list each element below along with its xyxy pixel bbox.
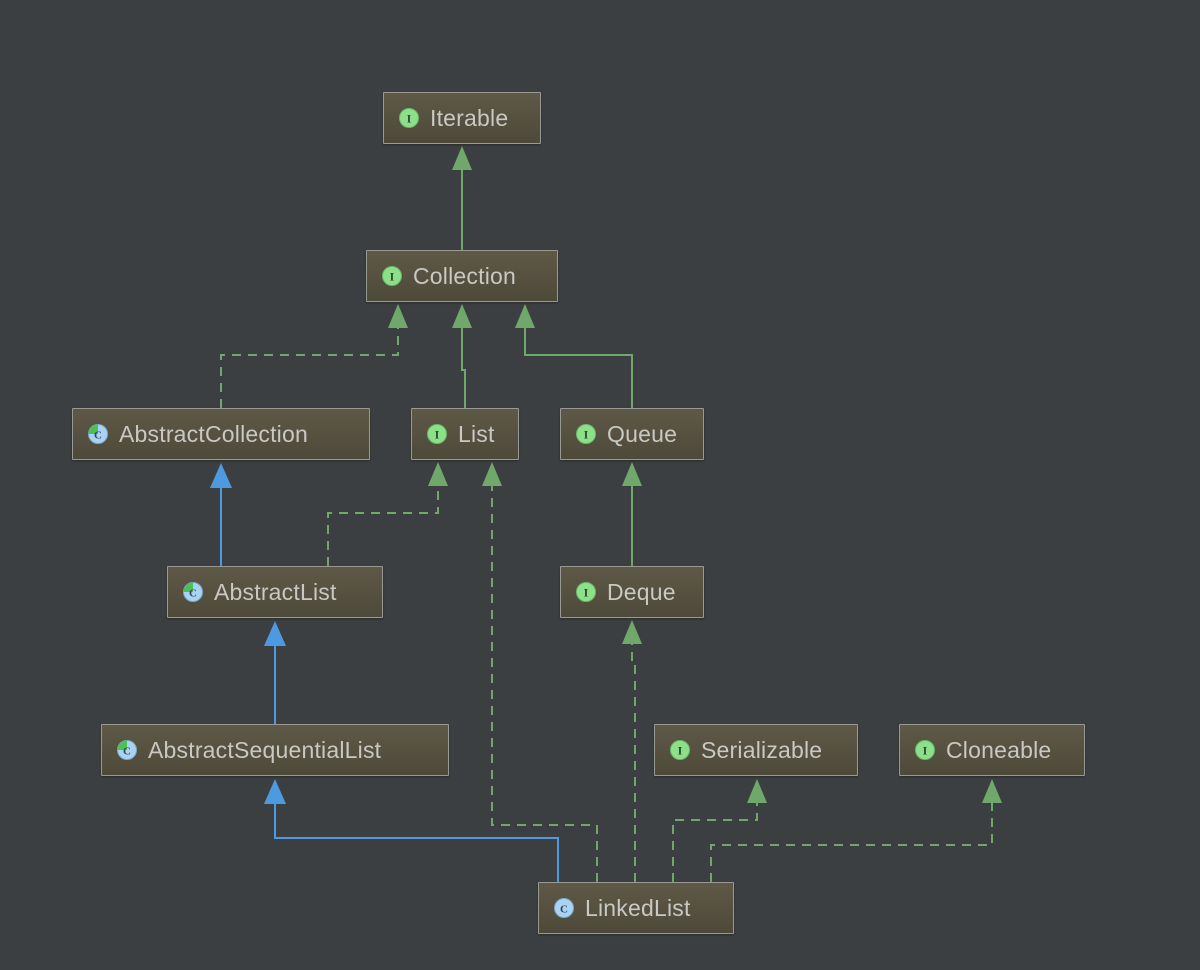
node-label: AbstractCollection xyxy=(119,420,308,447)
svg-text:C: C xyxy=(94,430,102,442)
node-collection[interactable]: I Collection xyxy=(366,250,558,302)
interface-icon: I xyxy=(399,108,419,128)
edge-list-to-collection xyxy=(452,304,472,408)
edge-deque-to-queue xyxy=(622,462,642,566)
abstract-class-icon: C xyxy=(183,582,203,602)
node-iterable[interactable]: I Iterable xyxy=(383,92,541,144)
node-label: AbstractSequentialList xyxy=(148,736,382,763)
edge-linkedlist-to-serializable xyxy=(672,779,767,882)
node-label: LinkedList xyxy=(585,894,691,921)
node-linkedlist[interactable]: C LinkedList xyxy=(538,882,734,934)
svg-text:I: I xyxy=(584,586,589,600)
abstract-class-icon: C xyxy=(88,424,108,444)
node-label: Queue xyxy=(607,420,678,447)
edge-linkedlist-to-cloneable xyxy=(710,779,1002,882)
edge-linkedlist-to-deque xyxy=(622,620,642,882)
node-label: Collection xyxy=(413,262,516,289)
interface-icon: I xyxy=(576,424,596,444)
interface-icon: I xyxy=(670,740,690,760)
node-abstractsequentiallist[interactable]: C AbstractSequentialList xyxy=(101,724,449,776)
edge-abstractcollection-to-collection xyxy=(220,304,408,408)
svg-text:I: I xyxy=(435,428,440,442)
node-queue[interactable]: I Queue xyxy=(560,408,704,460)
interface-icon: I xyxy=(427,424,447,444)
svg-text:I: I xyxy=(407,112,412,126)
node-label: Deque xyxy=(607,578,676,605)
interface-icon: I xyxy=(576,582,596,602)
abstract-class-icon: C xyxy=(117,740,137,760)
node-abstractlist[interactable]: C AbstractList xyxy=(167,566,383,618)
node-label: List xyxy=(458,420,495,447)
node-label: Iterable xyxy=(430,104,509,131)
class-icon: C xyxy=(554,898,574,918)
svg-text:I: I xyxy=(584,428,589,442)
node-cloneable[interactable]: I Cloneable xyxy=(899,724,1085,776)
svg-text:I: I xyxy=(678,744,683,758)
node-label: AbstractList xyxy=(214,578,337,605)
edge-linkedlist-to-list xyxy=(482,462,598,882)
edge-collection-to-iterable xyxy=(452,146,472,250)
node-label: Cloneable xyxy=(946,736,1052,763)
node-list[interactable]: I List xyxy=(411,408,519,460)
edge-queue-to-collection xyxy=(515,304,633,408)
node-label: Serializable xyxy=(701,736,823,763)
node-serializable[interactable]: I Serializable xyxy=(654,724,858,776)
node-deque[interactable]: I Deque xyxy=(560,566,704,618)
edge-linkedlist-to-abstractsequentiallist xyxy=(264,779,559,882)
svg-text:I: I xyxy=(923,744,928,758)
node-abstractcollection[interactable]: C AbstractCollection xyxy=(72,408,370,460)
edge-abstractlist-to-list xyxy=(327,462,448,566)
svg-text:C: C xyxy=(123,746,131,758)
interface-icon: I xyxy=(915,740,935,760)
edge-abstractlist-to-abstractcollection xyxy=(210,463,232,566)
edge-abstractsequentiallist-to-abstractlist xyxy=(264,621,286,724)
svg-text:C: C xyxy=(560,904,568,916)
svg-text:I: I xyxy=(390,270,395,284)
svg-text:C: C xyxy=(189,588,197,600)
interface-icon: I xyxy=(382,266,402,286)
